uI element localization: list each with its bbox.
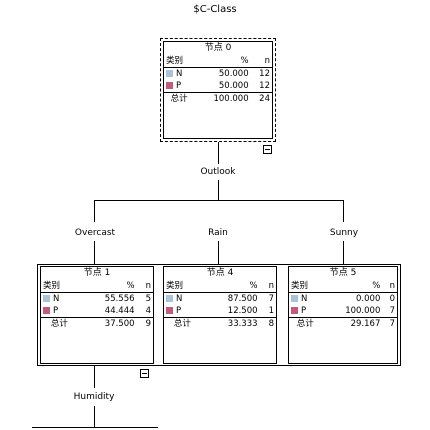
category-label: N [301, 294, 308, 304]
category-label: P [53, 306, 59, 316]
node-header: 节点 1 [83, 268, 111, 278]
count-cell: 12 [250, 80, 272, 93]
connector-line [94, 366, 95, 388]
column-header-category: 类别 [164, 55, 195, 68]
node-header: 节点 4 [206, 268, 234, 278]
total-label: 总计 [173, 319, 191, 329]
category-label: P [301, 306, 307, 316]
split-variable-outlook: Outlook [200, 167, 236, 177]
connector-line [94, 406, 95, 428]
column-header-n: n [250, 55, 272, 68]
category-n-swatch [291, 295, 298, 302]
column-header-n: n [382, 280, 397, 293]
category-label: P [176, 306, 182, 316]
connector-line [94, 200, 344, 201]
split-variable-humidity: Humidity [73, 392, 115, 402]
tree-node-5[interactable]: 节点 5 类别 % n N 0.000 0 P 100.000 7 总计 29.… [288, 266, 398, 364]
node-table: 类别 % n N 0.000 0 P 100.000 7 总计 29.167 7 [289, 280, 397, 330]
category-label: N [176, 294, 183, 304]
count-cell: 7 [382, 305, 397, 318]
percent-cell: 0.000 [356, 294, 381, 304]
total-count: 9 [145, 319, 151, 329]
connector-line [94, 241, 95, 265]
count-cell: 7 [268, 294, 274, 304]
category-label: N [53, 294, 60, 304]
collapse-toggle-node-1[interactable] [140, 369, 149, 378]
total-count: 8 [268, 319, 274, 329]
total-percent: 33.333 [227, 319, 258, 329]
total-percent: 37.500 [104, 319, 135, 329]
connector-line [218, 180, 219, 200]
branch-label-overcast: Overcast [74, 228, 116, 238]
node-header: 节点 5 [329, 268, 357, 278]
count-cell: 1 [259, 305, 276, 318]
percent-cell: 44.444 [77, 305, 137, 318]
column-header-percent: % [77, 280, 137, 293]
connector-line [343, 241, 344, 265]
category-label: P [176, 81, 182, 91]
count-cell: 12 [259, 69, 270, 79]
column-header-category: 类别 [41, 280, 78, 293]
branch-label-sunny: Sunny [329, 228, 359, 238]
percent-cell: 100.000 [321, 305, 383, 318]
column-header-percent: % [200, 280, 260, 293]
node-table: 类别 % n N 50.000 12 P 50.000 12 总计 100.00… [164, 55, 272, 105]
connector-line [94, 200, 95, 222]
collapse-toggle-node-0[interactable] [263, 145, 272, 154]
percent-cell: 55.556 [104, 294, 135, 304]
percent-cell: 87.500 [227, 294, 258, 304]
percent-cell: 50.000 [194, 80, 251, 93]
percent-cell: 12.500 [200, 305, 260, 318]
count-cell: 4 [136, 305, 153, 318]
category-label: N [176, 69, 183, 79]
tree-node-0[interactable]: 节点 0 类别 % n N 50.000 12 P 50.000 12 总计 1… [160, 38, 276, 142]
total-label: 总计 [296, 319, 314, 329]
tree-node-4[interactable]: 节点 4 类别 % n N 87.500 7 P 12.500 1 总计 33.… [163, 266, 277, 364]
column-header-percent: % [321, 280, 383, 293]
node-table: 类别 % n N 87.500 7 P 12.500 1 总计 33.333 8 [164, 280, 276, 330]
category-n-swatch [166, 295, 173, 302]
count-cell: 0 [389, 294, 395, 304]
branch-label-rain: Rain [208, 228, 228, 238]
total-percent: 29.167 [350, 319, 381, 329]
total-count: 24 [259, 94, 270, 104]
column-header-category: 类别 [289, 280, 322, 293]
category-p-swatch [166, 307, 173, 314]
column-header-n: n [136, 280, 153, 293]
category-p-swatch [43, 307, 50, 314]
total-label: 总计 [170, 94, 188, 104]
category-n-swatch [166, 70, 173, 77]
percent-cell: 50.000 [218, 69, 249, 79]
chart-title: $C-Class [193, 4, 237, 15]
count-cell: 5 [145, 294, 151, 304]
total-label: 总计 [50, 319, 68, 329]
column-header-n: n [259, 280, 276, 293]
node-header: 节点 0 [204, 43, 232, 53]
node-table: 类别 % n N 55.556 5 P 44.444 4 总计 37.500 9 [41, 280, 153, 330]
total-count: 7 [389, 319, 395, 329]
category-p-swatch [166, 82, 173, 89]
connector-line [343, 200, 344, 222]
child-group-frame [37, 264, 401, 366]
total-percent: 100.000 [213, 94, 249, 104]
connector-line [218, 142, 219, 164]
connector-line [32, 427, 158, 428]
category-n-swatch [43, 295, 50, 302]
tree-node-1[interactable]: 节点 1 类别 % n N 55.556 5 P 44.444 4 总计 37.… [40, 266, 154, 364]
column-header-category: 类别 [164, 280, 201, 293]
category-p-swatch [291, 307, 298, 314]
column-header-percent: % [194, 55, 251, 68]
connector-line [218, 241, 219, 265]
